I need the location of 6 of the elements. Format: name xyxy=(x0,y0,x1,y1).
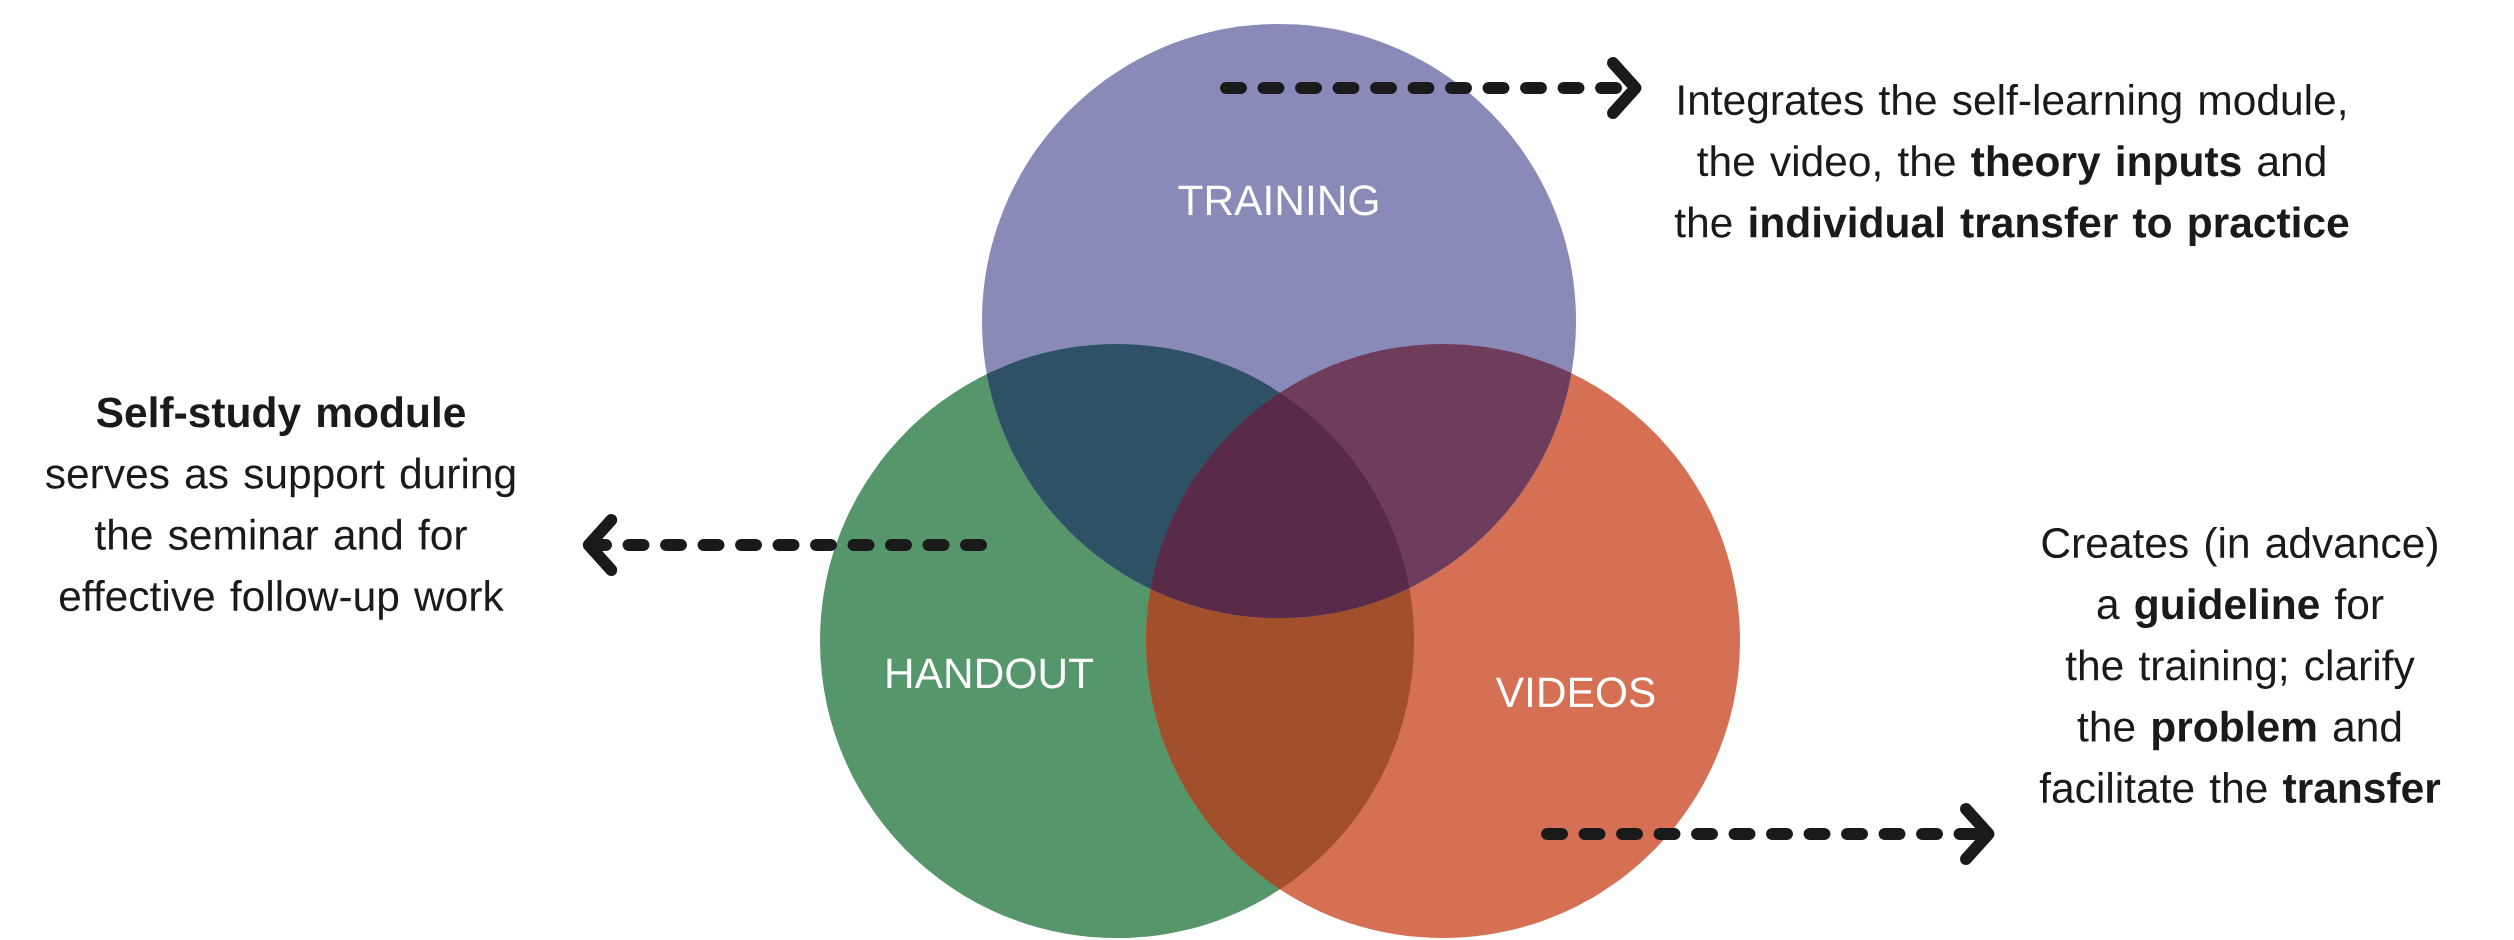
description-text: Integrates the self-learning module, the video, the theory inputs and the individual transfer to practice xyxy=(1674,83,2349,247)
dotted-arrow xyxy=(1541,803,1995,865)
description-text: Self-study module serves as support during the seminar and for effective follow-up work xyxy=(45,396,515,620)
dotted-arrow xyxy=(582,514,987,576)
dotted-arrow xyxy=(1220,57,1642,119)
description-text: Creates (in advance) a guideline for the training; clarify the problem and facilitate the transfer xyxy=(2039,526,2441,804)
